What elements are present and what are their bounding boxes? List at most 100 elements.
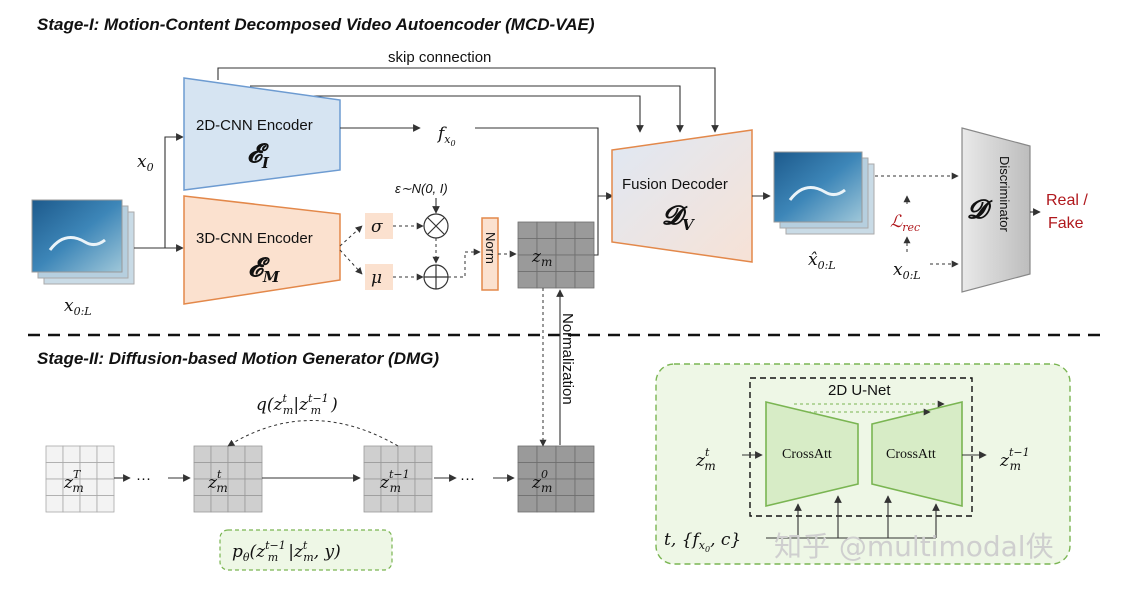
zm-cell [574, 238, 595, 256]
zt-minus-1-cell [363, 478, 382, 496]
zt-minus-1-cell [414, 445, 433, 463]
z0-cell [574, 495, 595, 513]
z0-cell [555, 445, 576, 463]
unet-frame [749, 377, 973, 517]
z0-cell [555, 495, 576, 513]
xhat-label: x̂0:L [808, 250, 836, 272]
zt-minus-1-cell [380, 445, 399, 463]
discriminator: 𝓓 Discriminator [961, 127, 1031, 293]
zT-cell [45, 495, 64, 513]
z0-cell [555, 478, 576, 496]
unet-detail-panel [655, 363, 1071, 565]
stage1-title: Stage-I: Motion-Content Decomposed Video… [37, 15, 595, 34]
f-x0-label: fx0 [436, 124, 456, 148]
zT-cell [79, 495, 98, 513]
ellipsis-2: ··· [460, 470, 475, 487]
zm-cell [536, 271, 557, 289]
norm-label: Norm [483, 232, 498, 264]
zt-cell [244, 462, 263, 480]
zT-cell [96, 445, 115, 463]
input-video-frames [31, 199, 135, 285]
reconstructed-video-frames [773, 151, 875, 235]
epsilon-label: ε∼N(0, I) [395, 181, 448, 196]
condition-label: t, {fx0, c} [664, 530, 741, 554]
encoder-2d-label: 2D-CNN Encoder [196, 117, 313, 134]
crossatt-left-label: CrossAtt [782, 447, 832, 462]
zT-cell [96, 495, 115, 513]
stage2-title: Stage-II: Diffusion-based Motion Generat… [37, 349, 439, 368]
zt-minus-1-cell [363, 462, 382, 480]
sigma-label: σ [371, 217, 383, 237]
zm-cell [555, 254, 576, 272]
zt-minus-1-cell [363, 495, 382, 513]
zt-cell [210, 445, 229, 463]
zT-cell [96, 478, 115, 496]
x0L-real-label: x0:L [893, 260, 921, 282]
reconstruction-loss-label: ℒrec [890, 212, 920, 234]
real-fake-label-2: Fake [1048, 215, 1084, 232]
encoder-3d-label: 3D-CNN Encoder [196, 230, 313, 247]
zt-cell [210, 495, 229, 513]
zt-cell [193, 445, 212, 463]
z0-cell [574, 478, 595, 496]
zm-cell [555, 271, 576, 289]
zm-latent-grid [517, 221, 595, 289]
z0-cell [536, 495, 557, 513]
skip-connection: skip connection [217, 49, 719, 133]
z0-cell [574, 445, 595, 463]
zT-latent-grid [45, 445, 115, 513]
zt-latent-grid [193, 445, 263, 513]
zm-label: zm [531, 247, 552, 269]
unet-title: 2D U-Net [828, 382, 891, 399]
zt-minus-1-cell [414, 495, 433, 513]
z0-latent-grid [517, 445, 595, 513]
zm-cell [517, 221, 538, 239]
x0-label: x0 [137, 152, 154, 174]
z0-cell [517, 495, 538, 513]
x0L-label: x0:L [64, 296, 92, 318]
zT-cell [45, 478, 64, 496]
ellipsis-1: ··· [136, 470, 151, 487]
fusion-decoder-label: Fusion Decoder [622, 176, 728, 193]
zm-cell [555, 221, 576, 239]
zT-cell [45, 445, 64, 463]
zm-cell [574, 221, 595, 239]
zm-cell [574, 271, 595, 289]
encoder-2d: 2D-CNN Encoder 𝓔I [183, 77, 341, 191]
zt-cell [227, 495, 246, 513]
zt-cell [227, 478, 246, 496]
sigma-box [365, 213, 393, 239]
z0-cell [536, 445, 557, 463]
zm-cell [517, 271, 538, 289]
normalization-label: Normalization [559, 313, 576, 405]
zt-cell [193, 495, 212, 513]
encoder-3d: 3D-CNN Encoder 𝓔M [183, 195, 341, 305]
zt-minus-1-cell [397, 445, 416, 463]
zt-cell [227, 462, 246, 480]
zT-cell [96, 462, 115, 480]
crossatt-right: CrossAtt [871, 400, 963, 508]
zt-minus-1-cell [397, 495, 416, 513]
discriminator-label: Discriminator [997, 156, 1012, 233]
z0-cell [555, 462, 576, 480]
zm-cell [536, 221, 557, 239]
fusion-decoder: Fusion Decoder 𝓓V [611, 129, 753, 263]
multiply-node [423, 213, 449, 239]
zt-minus-1-latent-grid [363, 445, 433, 513]
mu-label: μ [371, 268, 382, 288]
skip-connection-label: skip connection [388, 49, 491, 66]
zt-cell [244, 495, 263, 513]
add-node [423, 264, 449, 290]
z0-cell [517, 445, 538, 463]
real-fake-label-1: Real / [1046, 192, 1088, 209]
zT-cell [79, 445, 98, 463]
